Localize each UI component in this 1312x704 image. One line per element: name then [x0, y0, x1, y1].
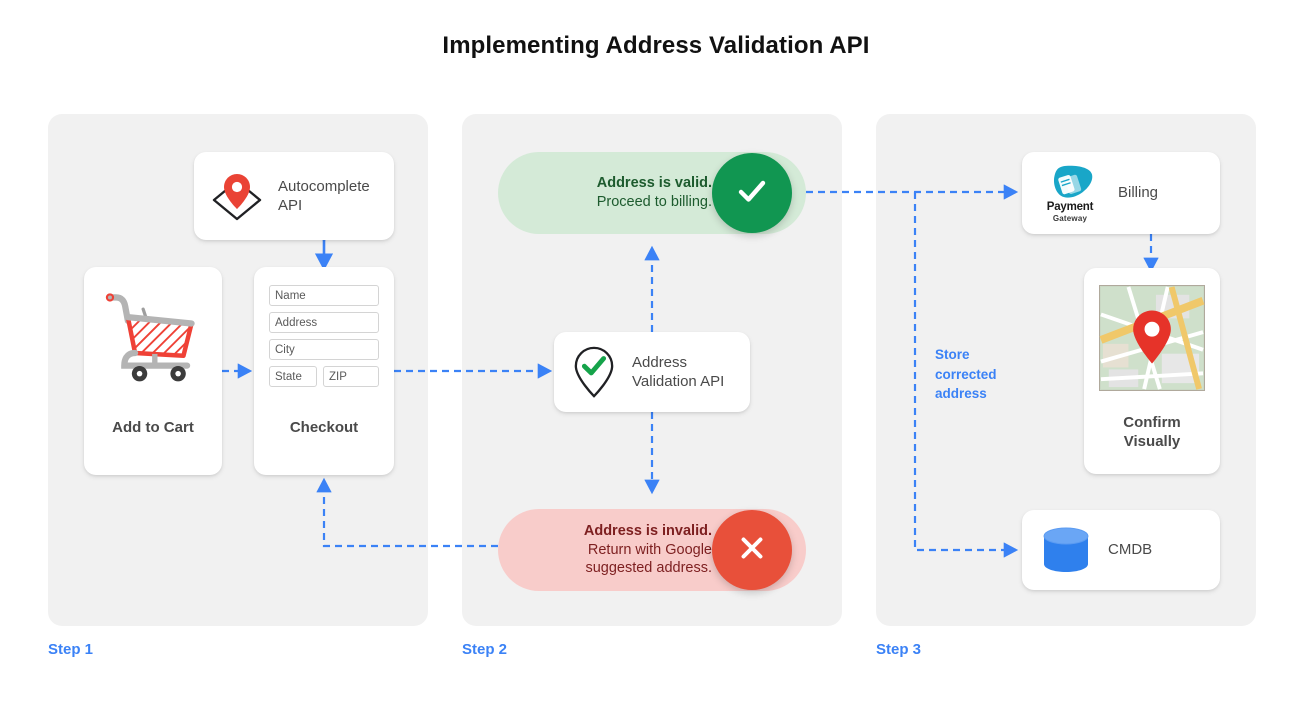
confirm-visually-caption: Confirm Visually: [1123, 414, 1181, 450]
step-3-label: Step 3: [876, 641, 922, 658]
step-2-label: Step 2: [462, 641, 508, 658]
map-pin-envelope-icon: [208, 167, 266, 225]
check-icon: [735, 174, 769, 213]
address-validation-api-label: Address Validation API: [632, 353, 725, 391]
address-field[interactable]: Address: [269, 312, 379, 333]
confirm-visually-card[interactable]: Confirm Visually: [1084, 268, 1220, 474]
close-icon: [736, 532, 768, 569]
payment-gateway-subword: Gateway: [1052, 214, 1088, 223]
address-validation-api-card[interactable]: Address Validation API: [554, 332, 750, 412]
state-field[interactable]: State: [269, 366, 317, 387]
city-field[interactable]: City: [269, 339, 379, 360]
payment-gateway-icon: Payment Gateway: [1038, 163, 1102, 223]
cmdb-card[interactable]: CMDB: [1022, 510, 1220, 590]
cmdb-label: CMDB: [1108, 541, 1153, 559]
valid-check-badge: [712, 153, 792, 233]
name-field[interactable]: Name: [269, 285, 379, 306]
billing-label: Billing: [1118, 184, 1159, 202]
zip-field[interactable]: ZIP: [323, 366, 379, 387]
add-to-cart-card[interactable]: Add to Cart: [84, 267, 222, 475]
database-icon: [1040, 525, 1092, 575]
step-1-label: Step 1: [48, 641, 94, 658]
page-title: Implementing Address Validation API: [442, 32, 870, 59]
store-corrected-address-note: Store corrected address: [935, 347, 997, 402]
map-thumbnail-icon: [1098, 284, 1206, 396]
invalid-close-badge: [712, 510, 792, 590]
payment-gateway-wordmark: Payment: [1046, 201, 1094, 213]
checkout-caption: Checkout: [289, 419, 359, 436]
address-invalid-text: Address is invalid. Return with Google s…: [583, 523, 712, 577]
shopping-cart-icon: [101, 289, 205, 388]
billing-card[interactable]: Payment Gateway Billing: [1022, 152, 1220, 234]
autocomplete-api-card[interactable]: Autocomplete API: [194, 152, 394, 240]
autocomplete-api-label: Autocomplete API: [278, 177, 370, 215]
pin-check-icon: [568, 344, 620, 400]
checkout-card[interactable]: Name Address City State ZIP Checkout: [254, 267, 394, 475]
add-to-cart-caption: Add to Cart: [112, 419, 194, 436]
address-valid-text: Address is valid. Proceed to billing.: [596, 175, 712, 210]
